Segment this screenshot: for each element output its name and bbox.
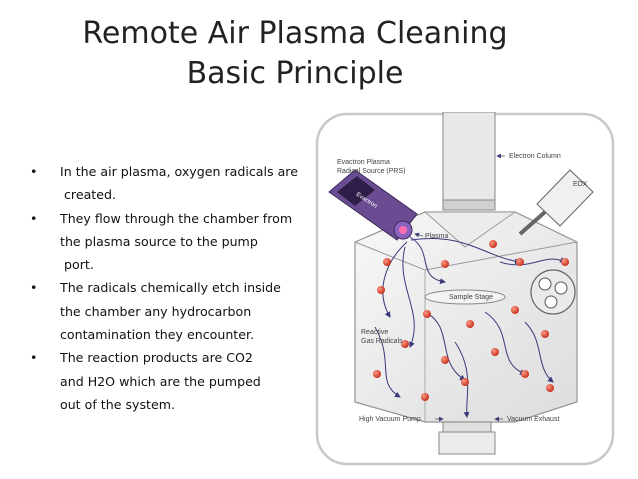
bullet-item: • They flow through the chamber from the… <box>30 207 320 277</box>
electron-column <box>442 112 496 211</box>
bullet-list: • In the air plasma, oxygen radicals are… <box>30 160 320 416</box>
bullet-line: In the air plasma, oxygen radicals are <box>60 164 298 179</box>
label-high-vacuum-pump: High Vacuum Pump <box>359 416 421 423</box>
bullet-line: and H2O which are the pumped <box>60 373 261 389</box>
label-sample-stage: Sample Stage <box>449 294 493 301</box>
sample-stage <box>424 289 506 305</box>
title-line-1: Remote Air Plasma Cleaning <box>82 16 508 51</box>
bullet-line: out of the system. <box>60 396 175 412</box>
slide-title: Remote Air Plasma Cleaning Basic Princip… <box>60 14 530 94</box>
bullet-line: They flow through the chamber from <box>60 210 293 226</box>
label-vacuum-exhaust: Vacuum Exhaust <box>507 416 559 423</box>
bullet-line: the chamber any hydrocarbon <box>60 303 252 319</box>
bullet-dot: • <box>30 164 38 179</box>
bullet-line: contamination they encounter. <box>60 327 255 343</box>
bullet-item: • The radicals chemically etch inside th… <box>30 276 320 346</box>
bullet-item: • In the air plasma, oxygen radicals are… <box>30 160 320 207</box>
edx-detector <box>518 169 594 236</box>
detector-port <box>530 269 576 315</box>
bullet-line: The reaction products are CO2 <box>60 350 253 366</box>
reactive-radicals <box>373 240 569 401</box>
radical-flow-paths <box>374 236 566 418</box>
bullet-line: The radicals chemically etch inside <box>60 280 281 296</box>
bullet-dot: • <box>30 210 38 226</box>
bullet-item: • The reaction products are CO2 and H2O … <box>30 346 320 416</box>
label-reactive-1: Reactive <box>361 329 388 336</box>
bullet-line: created. <box>64 187 116 203</box>
label-plasma: Plasma <box>425 233 448 240</box>
bullet-line: port. <box>64 257 94 273</box>
title-line-2: Basic Principle <box>186 56 404 91</box>
vacuum-pump-port <box>438 421 496 455</box>
label-plasma-source-1: Evactron Plasma <box>337 159 390 166</box>
plasma-source-device <box>328 169 418 241</box>
bullet-dot: • <box>30 350 38 366</box>
label-edx: EDX <box>573 181 588 188</box>
label-reactive-2: Gas Radicals <box>361 338 403 345</box>
label-electron-column: Electron Column <box>509 153 561 160</box>
label-pointers <box>414 153 505 422</box>
bullet-line: the plasma source to the pump <box>60 233 258 249</box>
bullet-dot: • <box>30 280 38 296</box>
plasma-chamber-diagram: Evactron Plasma Radical Source (PRS) Ele… <box>315 112 615 466</box>
label-plasma-source-2: Radical Source (PRS) <box>337 168 405 175</box>
